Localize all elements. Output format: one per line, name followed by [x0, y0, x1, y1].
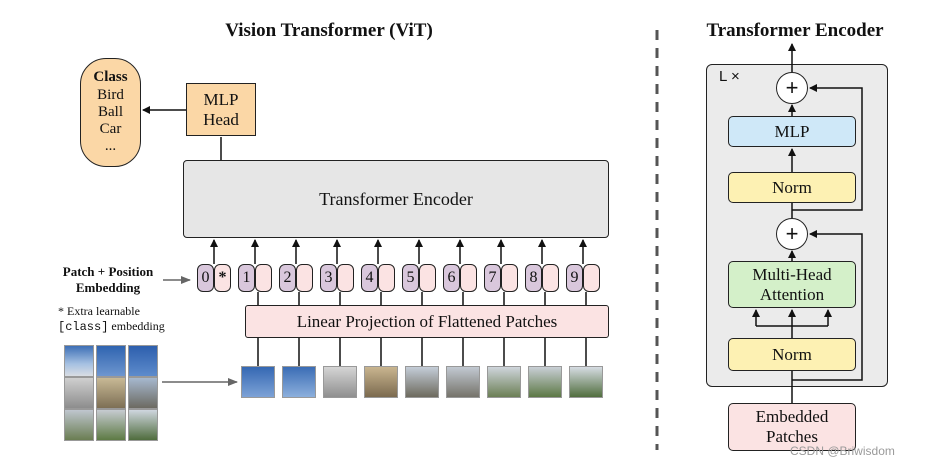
image-patch-thumb — [96, 345, 126, 377]
flattened-patch — [487, 366, 521, 398]
flattened-patch — [569, 366, 603, 398]
class-token-code: [class] — [58, 320, 109, 334]
residual-add-lower: + — [776, 218, 808, 250]
patch-embedding-token — [583, 264, 600, 292]
class-item: Ball — [98, 103, 123, 120]
plus-icon: + — [785, 75, 799, 101]
image-patch-thumb — [128, 345, 158, 377]
patch-embedding-token — [337, 264, 354, 292]
image-patch-thumb — [128, 409, 158, 441]
watermark: CSDN @Briwisdom — [790, 444, 895, 458]
image-patch-thumb — [96, 377, 126, 409]
patch-embedding-token — [296, 264, 313, 292]
position-token: 2 — [279, 264, 296, 292]
image-patch-thumb — [64, 377, 94, 409]
patch-embedding-token — [255, 264, 272, 292]
patch-position-line1: Patch + Position — [62, 264, 154, 279]
class-heading: Class — [93, 69, 128, 86]
mlp-head-box: MLP Head — [186, 83, 256, 136]
norm-label: Norm — [772, 177, 812, 197]
flattened-patch — [364, 366, 398, 398]
norm-box-lower: Norm — [728, 338, 856, 371]
plus-icon: + — [785, 221, 799, 247]
patch-position-label: Patch + Position Embedding — [48, 264, 168, 295]
flattened-patch — [405, 366, 439, 398]
class-item: ... — [104, 138, 117, 155]
flattened-patch — [446, 366, 480, 398]
repeat-label: L × — [719, 68, 740, 85]
norm-box-upper: Norm — [728, 172, 856, 203]
extra-learnable-note: * Extra learnable [class] embedding — [58, 304, 165, 335]
mlp-head-line1: MLP — [203, 89, 239, 109]
image-patch-thumb — [64, 345, 94, 377]
embedded-patches-box: Embedded Patches — [728, 403, 856, 451]
transformer-encoder-label: Transformer Encoder — [319, 188, 473, 209]
patch-embedding-token — [419, 264, 436, 292]
extra-note-line1: * Extra learnable — [58, 304, 140, 318]
embedded-line1: Embedded — [755, 407, 829, 427]
encoder-detail-title: Transformer Encoder — [706, 20, 884, 41]
class-item: Bird — [97, 86, 124, 103]
class-item: Car — [99, 121, 122, 138]
vit-title: Vision Transformer (ViT) — [225, 20, 433, 41]
mlp-label: MLP — [774, 121, 810, 141]
transformer-encoder-box: Transformer Encoder — [183, 160, 609, 238]
position-token: 4 — [361, 264, 378, 292]
patch-embedding-token — [501, 264, 518, 292]
linear-projection-box: Linear Projection of Flattened Patches — [245, 305, 609, 338]
flattened-patch — [323, 366, 357, 398]
extra-note-line2: [class] embedding — [58, 319, 165, 335]
flattened-patch — [241, 366, 275, 398]
extra-note-rest: embedding — [108, 319, 165, 333]
position-token: 3 — [320, 264, 337, 292]
position-token: 6 — [443, 264, 460, 292]
mlp-head-line2: Head — [203, 109, 239, 129]
multi-head-attention-box: Multi-Head Attention — [728, 261, 856, 308]
residual-skip-lower — [792, 230, 863, 381]
residual-skip-upper — [792, 84, 863, 211]
position-token: 7 — [484, 264, 501, 292]
attention-line1: Multi-Head — [752, 264, 832, 284]
position-token: 8 — [525, 264, 542, 292]
image-patch-thumb — [64, 409, 94, 441]
patch-embedding-token — [378, 264, 395, 292]
attention-line2: Attention — [759, 284, 825, 304]
embedded-line2: Patches — [766, 427, 818, 446]
patch-embedding-token — [542, 264, 559, 292]
norm-label: Norm — [772, 344, 812, 364]
image-patch-thumb — [128, 377, 158, 409]
residual-add-upper: + — [776, 72, 808, 104]
flattened-patch — [528, 366, 562, 398]
patch-position-line2: Embedding — [75, 279, 141, 295]
position-token: 0 — [197, 264, 214, 292]
patch-embedding-token — [460, 264, 477, 292]
position-token: 1 — [238, 264, 255, 292]
position-token: 5 — [402, 264, 419, 292]
mlp-box: MLP — [728, 116, 856, 147]
class-output-box: Class Bird Ball Car ... — [80, 58, 141, 167]
class-token-embedding: * — [214, 264, 231, 292]
position-token: 9 — [566, 264, 583, 292]
linear-projection-label: Linear Projection of Flattened Patches — [296, 311, 558, 331]
image-patch-thumb — [96, 409, 126, 441]
flattened-patch — [282, 366, 316, 398]
